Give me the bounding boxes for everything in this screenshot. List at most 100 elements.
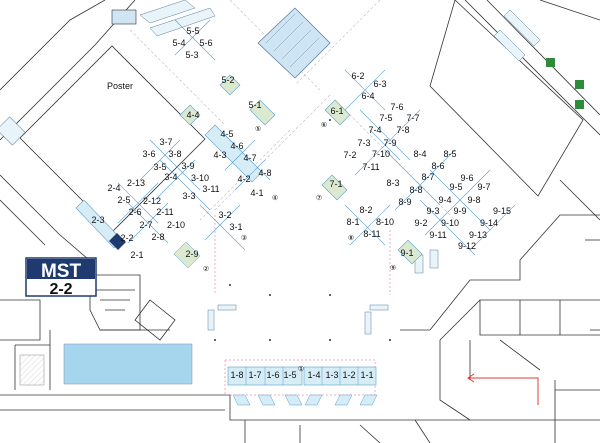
booth-label-3-8: 3-8 <box>168 149 181 159</box>
mst-badge <box>25 257 97 297</box>
lower-left-structure <box>89 274 176 341</box>
booth-label-9-12: 9-12 <box>458 241 476 251</box>
booth-label-8-4: 8-4 <box>413 149 426 159</box>
booth-label-7-2: 7-2 <box>343 150 356 160</box>
booth-label-8-2: 8-2 <box>359 205 372 215</box>
booth-label-2-9: 2-9 <box>185 249 198 259</box>
booth-label-8-9: 8-9 <box>398 197 411 207</box>
booth-label-9-13: 9-13 <box>469 230 487 240</box>
booth-label-8-3: 8-3 <box>386 178 399 188</box>
booth-row-1 <box>227 366 378 406</box>
zone-marker-2: ② <box>203 265 209 273</box>
marker-dots <box>214 119 391 341</box>
booth-label-4-7: 4-7 <box>243 153 256 163</box>
booth-cluster-4 <box>179 104 271 191</box>
booth-label-3-1: 3-1 <box>229 222 242 232</box>
booth-label-2-6: 2-6 <box>128 207 141 217</box>
booth-cluster-3 <box>139 139 246 251</box>
booth-label-7-4: 7-4 <box>368 125 381 135</box>
booth-label-2-5: 2-5 <box>117 195 130 205</box>
zone-marker-4: ④ <box>272 194 278 202</box>
booth-label-2-12: 2-12 <box>143 196 161 206</box>
booth-label-1-4: 1-4 <box>307 370 320 380</box>
booth-label-9-11: 9-11 <box>429 230 446 240</box>
booth-label-2-11: 2-11 <box>156 207 173 217</box>
booth-label-9-6: 9-6 <box>460 173 473 183</box>
booth-label-5-2: 5-2 <box>221 75 234 85</box>
booth-label-2-10: 2-10 <box>167 220 185 230</box>
booth-label-9-10: 9-10 <box>441 218 459 228</box>
booth-label-6-3: 6-3 <box>373 79 386 89</box>
zone-marker-1: ① <box>298 365 304 373</box>
booth-label-7-9: 7-9 <box>383 138 396 148</box>
right-building-block <box>400 214 600 421</box>
booth-label-3-5: 3-5 <box>153 162 166 172</box>
booth-label-1-6: 1-6 <box>266 370 279 380</box>
zone-marker-8: ⑧ <box>348 234 354 242</box>
booth-label-2-8: 2-8 <box>151 232 164 242</box>
booth-label-9-5: 9-5 <box>449 182 462 192</box>
booth-label-8-1: 8-1 <box>346 217 359 227</box>
booth-label-4-3: 4-3 <box>213 150 226 160</box>
lounge-pool <box>63 343 193 385</box>
right-hall <box>429 0 584 197</box>
booth-label-9-4: 9-4 <box>438 195 451 205</box>
counters <box>0 116 439 335</box>
badge-booth: 2-2 <box>49 281 72 298</box>
booth-cluster-9 <box>397 169 516 265</box>
booth-label-1-1: 1-1 <box>360 370 373 380</box>
booth-label-9-8: 9-8 <box>467 195 480 205</box>
booth-label-9-7: 9-7 <box>477 182 490 192</box>
booth-label-3-3: 3-3 <box>182 191 195 201</box>
booth-label-4-5: 4-5 <box>220 129 233 139</box>
booth-label-2-7: 2-7 <box>139 220 152 230</box>
booth-label-7-11: 7-11 <box>362 162 379 172</box>
booth-label-6-4: 6-4 <box>361 91 374 101</box>
booth-cluster-2 <box>75 182 169 249</box>
booth-label-9-1: 9-1 <box>400 248 413 258</box>
stair-hatch <box>19 354 45 386</box>
booth-label-6-2: 6-2 <box>351 71 364 81</box>
booth-label-7-1: 7-1 <box>329 179 342 189</box>
zone-marker-3: ③ <box>241 234 247 242</box>
booth-label-9-15: 9-15 <box>493 206 511 216</box>
booth-label-5-3: 5-3 <box>185 50 198 60</box>
booth-label-3-7: 3-7 <box>159 137 172 147</box>
booth-cluster-5 <box>174 19 276 126</box>
booth-label-1-5: 1-5 <box>283 370 296 380</box>
booth-label-8-6: 8-6 <box>431 161 444 171</box>
booth-label-4-1: 4-1 <box>250 188 263 198</box>
booth-label-1-8: 1-8 <box>230 370 243 380</box>
booth-label-2-2: 2-2 <box>120 233 133 243</box>
booth-2-2-highlight <box>109 233 126 250</box>
booth-label-4-6: 4-6 <box>230 141 243 151</box>
booth-label-3-2: 3-2 <box>218 210 231 220</box>
poster-hall-label: Poster <box>107 81 133 91</box>
booth-label-8-5: 8-5 <box>443 149 456 159</box>
booth-label-5-6: 5-6 <box>199 38 212 48</box>
booth-label-7-5: 7-5 <box>379 113 392 123</box>
booth-cluster-8 <box>344 149 456 246</box>
booth-label-8-7: 8-7 <box>421 172 434 182</box>
booth-label-7-3: 7-3 <box>357 138 370 148</box>
booth-label-5-5: 5-5 <box>186 26 199 36</box>
booth-label-3-10: 3-10 <box>191 173 209 183</box>
booth-label-3-11: 3-11 <box>202 184 219 194</box>
top-chairs <box>139 0 541 62</box>
booth-label-7-10: 7-10 <box>372 149 390 159</box>
booth-label-6-1: 6-1 <box>330 106 343 116</box>
zone-marker-9: ⑨ <box>390 264 396 272</box>
top-left-table <box>111 9 137 25</box>
booth-label-9-2: 9-2 <box>414 218 427 228</box>
booth-label-5-1: 5-1 <box>248 100 261 110</box>
booth-label-8-10: 8-10 <box>376 217 394 227</box>
booth-label-4-4: 4-4 <box>186 110 199 120</box>
zone-marker-7: ⑦ <box>316 194 322 202</box>
booth-label-2-13: 2-13 <box>127 178 145 188</box>
seating-block-top <box>257 7 331 79</box>
badge-title: MST <box>41 261 82 282</box>
exit-signs <box>546 58 584 109</box>
